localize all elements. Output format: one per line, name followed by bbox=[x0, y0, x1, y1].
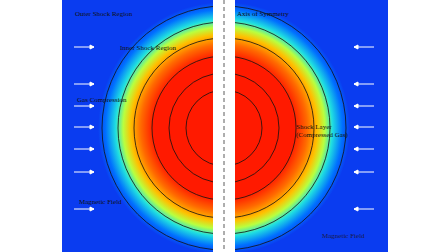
axis-strip bbox=[213, 0, 235, 252]
arrow-head bbox=[90, 45, 94, 49]
arrow-head bbox=[90, 104, 94, 108]
region-label: Gas Compression bbox=[77, 96, 127, 104]
region-label: Magnetic Field bbox=[79, 198, 122, 206]
region-label: Inner Shock Region bbox=[120, 44, 176, 52]
region-label: Outer Shock Region bbox=[75, 10, 132, 18]
region-label: Axis of Symmetry bbox=[237, 10, 289, 18]
arrow-head bbox=[90, 147, 94, 151]
arrow-head bbox=[354, 104, 358, 108]
field-region bbox=[62, 0, 388, 252]
region-label: Magnetic Field bbox=[322, 232, 365, 240]
arrow-head bbox=[90, 170, 94, 174]
symmetry-axis bbox=[224, 0, 225, 252]
arrow-head bbox=[354, 207, 358, 211]
field-arrows bbox=[74, 45, 374, 211]
arrow-head bbox=[354, 82, 358, 86]
region-label: Shock Layer (Compressed Gas) bbox=[296, 123, 348, 139]
arrow-head bbox=[354, 147, 358, 151]
arrow-head bbox=[90, 207, 94, 211]
arrow-head bbox=[354, 45, 358, 49]
arrow-head bbox=[354, 170, 358, 174]
arrow-head bbox=[90, 125, 94, 129]
arrow-head bbox=[90, 82, 94, 86]
arrow-head bbox=[354, 125, 358, 129]
